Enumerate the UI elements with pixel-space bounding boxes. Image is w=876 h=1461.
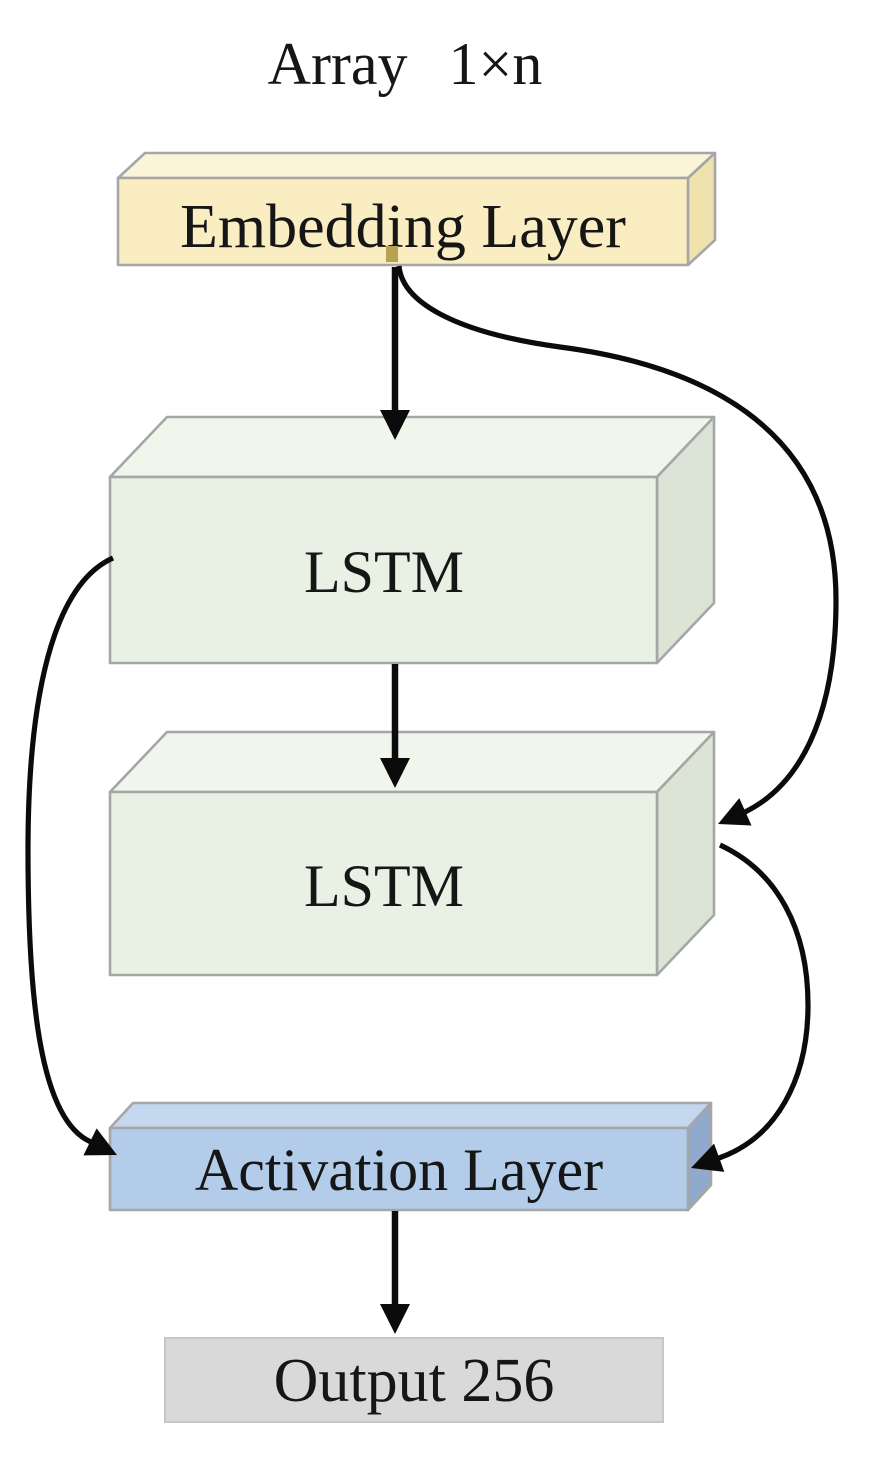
lstm2-top-face [108,730,716,794]
skip-arrow-lstm1-to-activation [25,555,117,1156]
arrow-embedding-to-lstm1-head [380,410,410,440]
skip-arrow-embedding-to-lstm2-head [718,798,752,826]
embedding-front-face [116,176,690,267]
arrow-activation-to-output-head [380,1304,410,1334]
activation-layer-label: Activation Layer [195,1137,603,1203]
output-label: Output 256 [274,1347,555,1415]
lstm2-box: LSTM [108,730,716,977]
skip-arrow-embedding-to-lstm2 [396,265,839,826]
skip-arrow-embedding-to-lstm2-curve [396,265,839,815]
skip-arrow-lstm2-to-activation [691,842,811,1172]
output-face [164,1337,664,1423]
activation-top-face [108,1101,713,1130]
skip-arrow-lstm1-to-activation-head [83,1128,117,1156]
lstm1-front-face [108,475,659,665]
embedding-top-face [116,151,717,180]
output-box: Output 256 [164,1337,664,1423]
lstm1-label: LSTM [304,539,464,605]
lstm2-label: LSTM [304,853,464,919]
activation-layer-box: Activation Layer [108,1101,713,1212]
arrow-lstm1-to-lstm2 [380,664,410,788]
diagram-title: Array 1×n [268,31,543,97]
skip-arrow-lstm1-to-activation-curve [25,555,115,1145]
skip-arrow-lstm2-to-activation-head [691,1143,725,1172]
connector-anchor-dot [386,246,398,262]
skip-arrow-lstm2-to-activation-curve [718,842,811,1161]
lstm2-front-face [108,790,659,977]
lstm1-top-face [108,415,716,479]
embedding-layer-box: Embedding Layer [116,151,717,267]
embedding-layer-label: Embedding Layer [180,193,626,261]
arrow-activation-to-output [380,1211,410,1334]
lstm1-box: LSTM [108,415,716,665]
activation-front-face [108,1126,690,1212]
arrow-embedding-to-lstm1 [380,267,410,440]
arrow-lstm1-to-lstm2-head [380,758,410,788]
